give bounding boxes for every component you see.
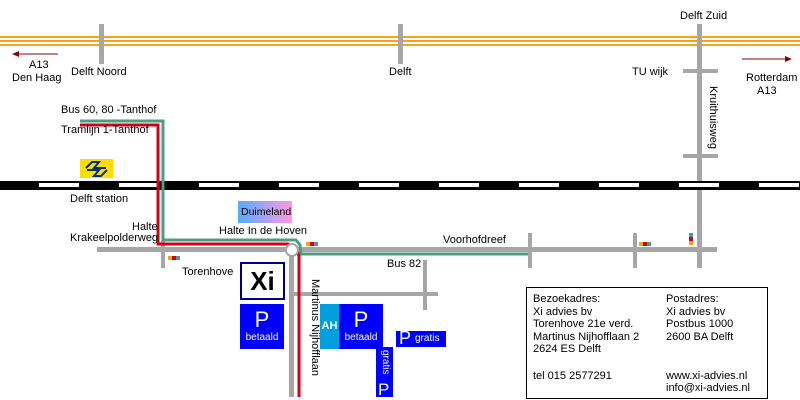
- parking-symbol: P: [378, 380, 390, 399]
- exit-delft-noord: [99, 24, 104, 64]
- label-tu-wijk: TU wijk: [632, 66, 669, 78]
- duimeland-building: [238, 201, 292, 223]
- label-delft-noord: Delft Noord: [71, 66, 127, 78]
- label-bus-line: Bus 60, 80 -Tanthof: [61, 104, 157, 116]
- label-krakeelpolderweg: Krakeelpolderweg: [70, 232, 159, 244]
- visit-address-line: Xi advies bv: [533, 305, 593, 318]
- xi-logo: Xi: [240, 262, 285, 300]
- label-halte-in-de-hoven: Halte In de Hoven: [219, 225, 308, 237]
- railway: [0, 181, 800, 190]
- postal-address-line: 2600 BA Delft: [666, 330, 734, 343]
- label-halte: Halte: [132, 221, 158, 233]
- address-card: Bezoekadres: Xi advies bv Torenhove 21e …: [526, 287, 768, 399]
- visit-address-line: Torenhove 21e verd.: [533, 318, 634, 330]
- label-den-haag: Den Haag: [12, 72, 62, 84]
- label-delft-zuid: Delft Zuid: [680, 10, 728, 22]
- parking-symbol: P: [353, 307, 369, 332]
- label-delft: Delft: [389, 66, 412, 78]
- xi-logo-text: Xi: [250, 266, 275, 296]
- parking-gratis-label: gratis: [380, 350, 391, 375]
- arrow-right-icon: [742, 56, 792, 62]
- traffic-light-icon: [639, 242, 651, 246]
- side-road-2: [528, 233, 532, 268]
- side-road-4: [294, 292, 438, 296]
- martinus-nijhofflaan-road: [289, 247, 294, 397]
- krakeelpolderweg-road: [97, 247, 717, 252]
- parking-symbol: P: [399, 328, 412, 348]
- postal-address-line: Postbus 1000: [666, 318, 734, 330]
- label-torenhove: Torenhove: [182, 266, 234, 278]
- parking-betaald-label: betaald: [245, 332, 279, 343]
- label-duimeland: Duimeland: [241, 206, 292, 218]
- traffic-light-icon: [168, 256, 180, 260]
- visit-address: Bezoekadres: Xi advies bv Torenhove 21e …: [533, 293, 639, 382]
- phone-number: tel 015 2577291: [533, 369, 612, 382]
- parking-symbol: P: [254, 307, 270, 332]
- label-kruithuisweg: Kruithuisweg: [707, 86, 719, 149]
- visit-address-line: Martinus Nijhofflaan 2: [533, 330, 640, 343]
- parking-gratis-1: P gratis: [396, 328, 446, 348]
- label-delft-station: Delft station: [70, 193, 129, 205]
- ns-logo-icon: [80, 159, 113, 178]
- side-road-1: [161, 240, 165, 268]
- traffic-light-icon: [306, 242, 318, 246]
- side-road-5: [423, 260, 427, 310]
- parking-betaald-1: P betaald: [240, 304, 284, 349]
- visit-address-line: 2624 ES Delft: [533, 343, 601, 355]
- parking-betaald-label: betaald: [344, 332, 378, 343]
- side-road-3: [633, 233, 637, 268]
- parking-gratis-2: P gratis: [376, 347, 393, 399]
- tram-route: [80, 119, 528, 256]
- email-link[interactable]: info@xi-advies.nl: [666, 382, 750, 394]
- label-bus-82: Bus 82: [387, 258, 422, 270]
- kruithuisweg-road: [697, 24, 702, 268]
- postal-address-title: Postadres:: [666, 293, 719, 305]
- roundabout-icon: [285, 243, 299, 257]
- ah-supermarket: AH: [320, 304, 339, 349]
- postal-address-line: Xi advies bv: [666, 305, 726, 318]
- label-rotterdam: Rotterdam: [746, 72, 798, 84]
- kruithuisweg-crossroad: [683, 154, 718, 158]
- postal-address: Postadres: Xi advies bv Postbus 1000 260…: [666, 293, 750, 395]
- label-voorhofdreef: Voorhofdreef: [443, 234, 506, 246]
- label-a13-left: A13: [29, 59, 49, 71]
- label-a13-right: A13: [757, 85, 777, 97]
- parking-betaald-2: P betaald: [339, 304, 383, 349]
- visit-address-title: Bezoekadres:: [533, 293, 601, 305]
- parking-gratis-label: gratis: [415, 333, 440, 344]
- exit-delft: [398, 24, 403, 64]
- website-link[interactable]: www.xi-advies.nl: [666, 369, 748, 382]
- label-tram-line: Tramlijn 1-Tanthof: [61, 124, 149, 136]
- tu-wijk-crossroad: [683, 69, 718, 73]
- traffic-light-icon: [689, 233, 693, 245]
- arrow-left-icon: [12, 51, 58, 57]
- bus-route: [80, 123, 301, 397]
